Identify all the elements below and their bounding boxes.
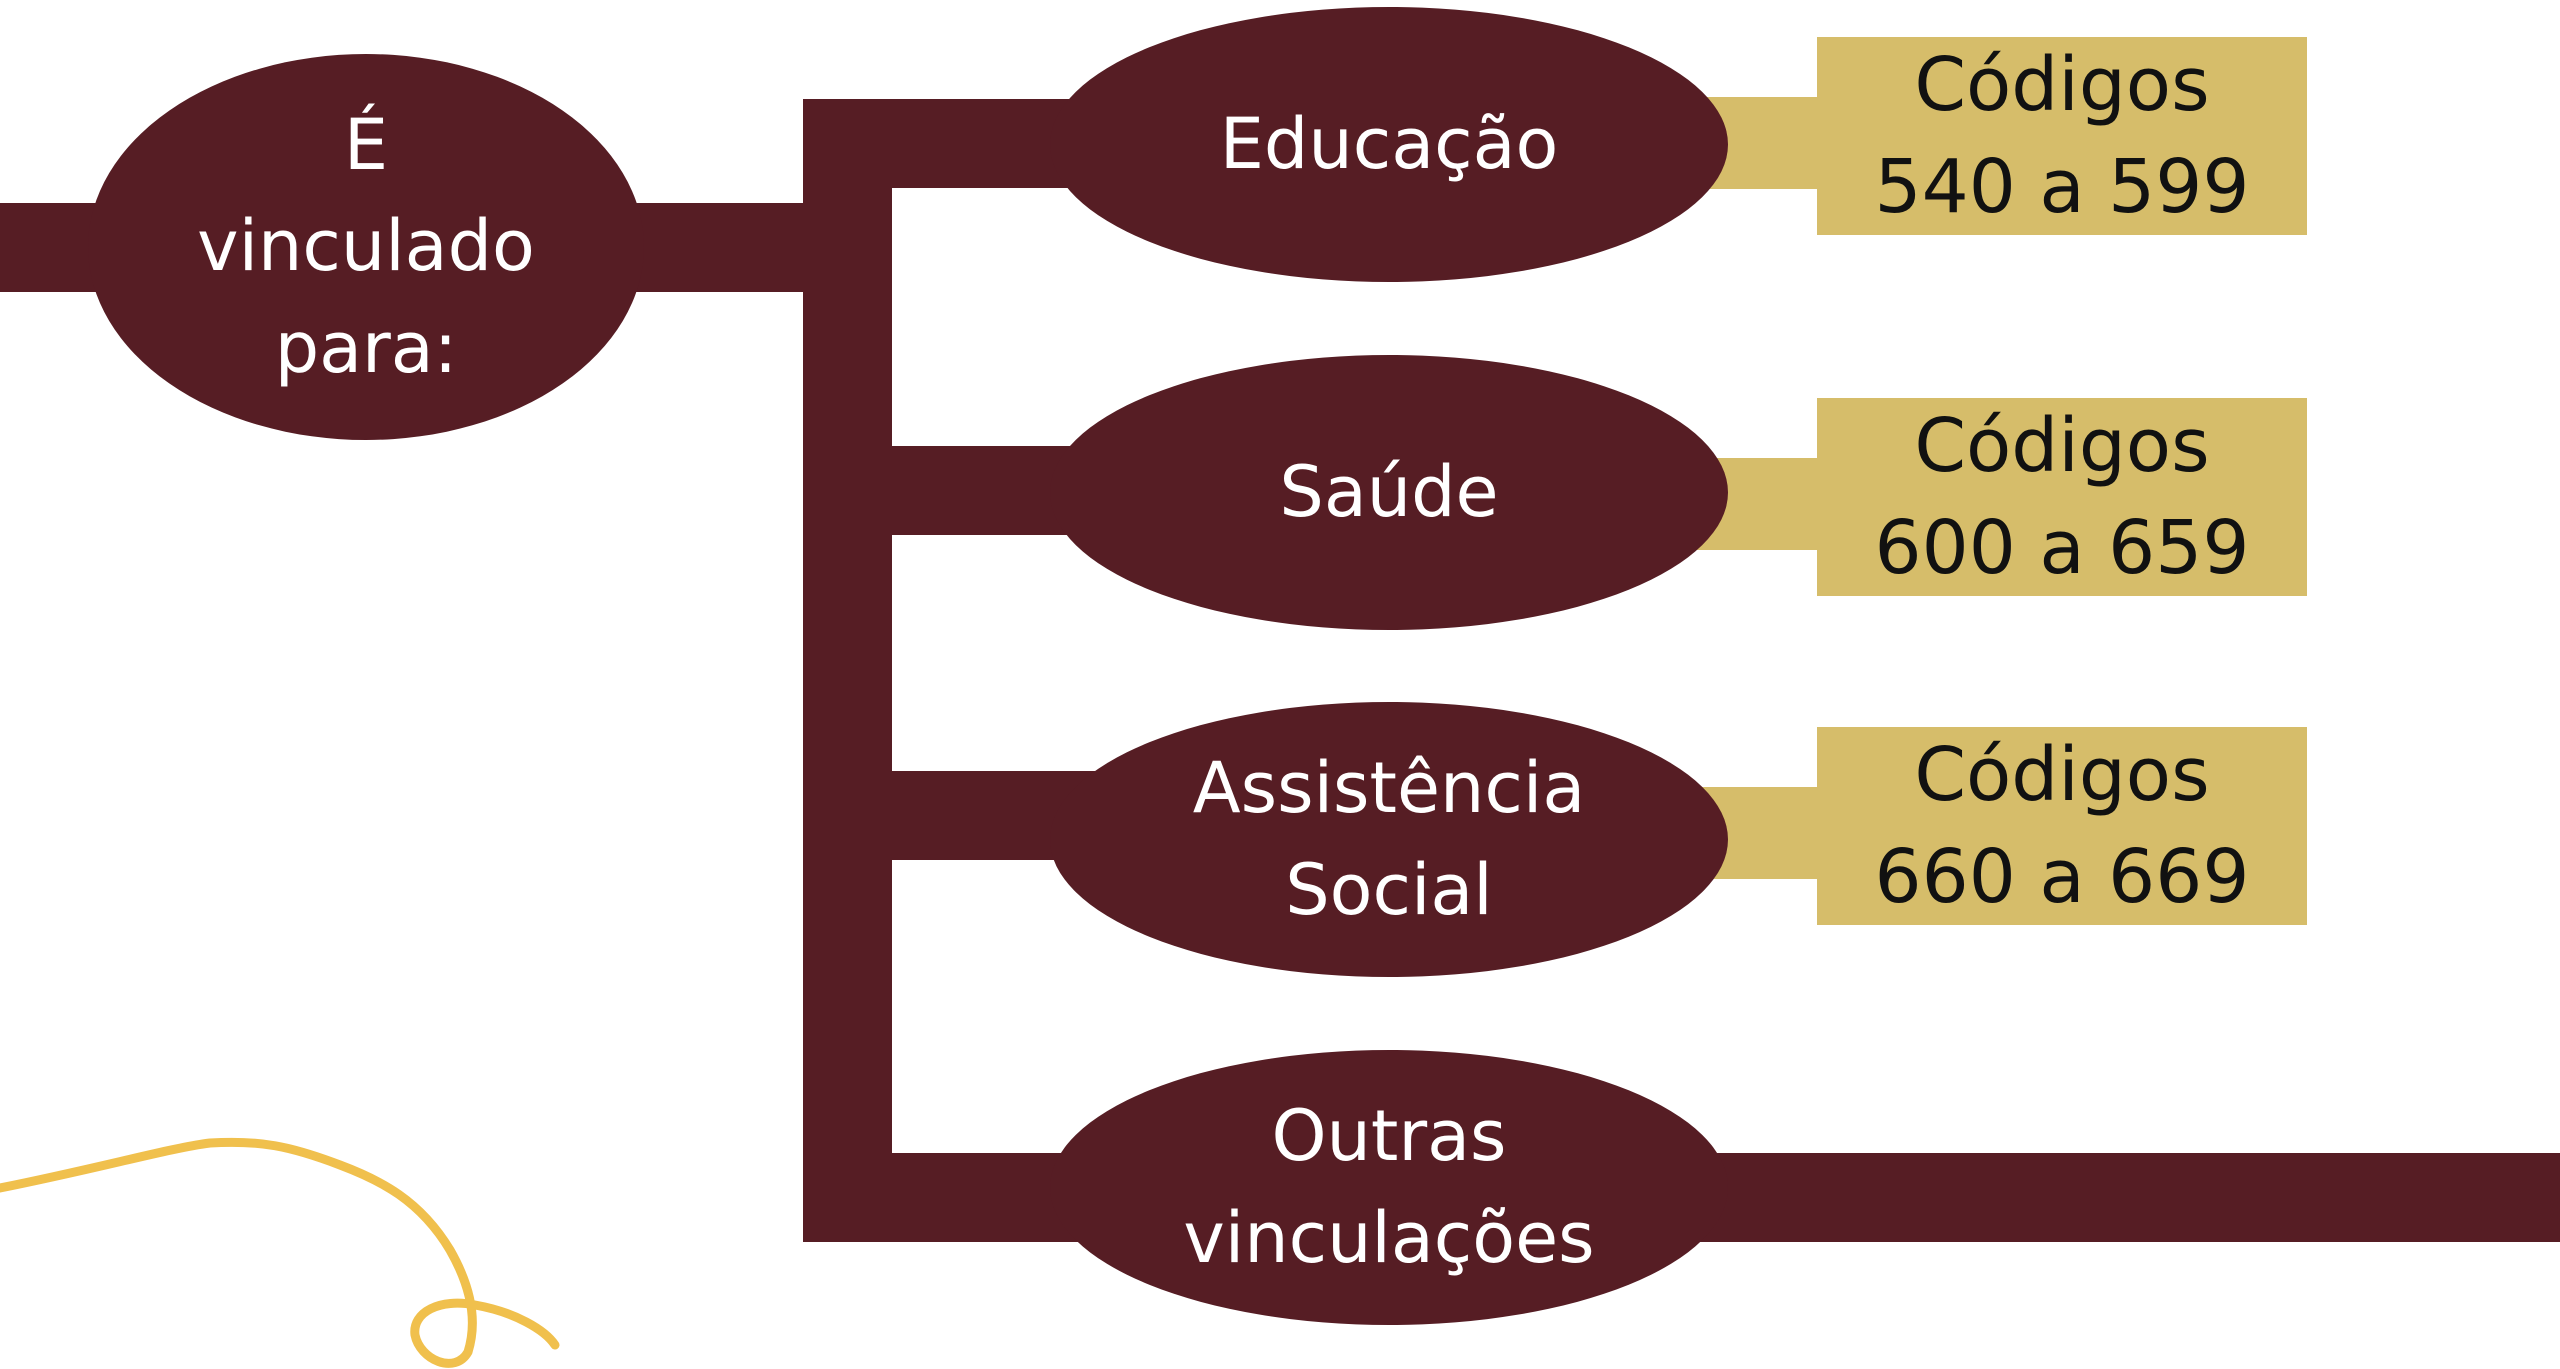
branch-label-assistencia-social: Assistência Social	[1192, 747, 1586, 931]
root-to-trunk-connector	[620, 203, 810, 292]
root-label: É vinculado para:	[197, 103, 535, 389]
code-title: Códigos	[1914, 402, 2210, 489]
branch-node-outras-vinculacoes: Outras vinculações	[1050, 1050, 1728, 1325]
code-box-saude: Códigos 600 a 659	[1817, 398, 2307, 596]
code-title: Códigos	[1914, 41, 2210, 128]
code-box-assistencia-social: Códigos 660 a 669	[1817, 727, 2307, 925]
branch-node-saude: Saúde	[1050, 355, 1728, 630]
code-range: 600 a 659	[1874, 505, 2250, 591]
branch-label-saude: Saúde	[1279, 450, 1499, 533]
branch-node-assistencia-social: Assistência Social	[1050, 702, 1728, 977]
code-range: 540 a 599	[1874, 144, 2250, 230]
branch-node-educacao: Educação	[1050, 7, 1728, 282]
code-title: Códigos	[1914, 731, 2210, 818]
branch-label-educacao: Educação	[1219, 102, 1559, 185]
code-range: 660 a 669	[1874, 834, 2250, 920]
outras-output-connector	[1680, 1153, 2560, 1242]
root-node: É vinculado para:	[88, 54, 644, 440]
trunk-connector	[803, 99, 892, 1242]
code-box-educacao: Códigos 540 a 599	[1817, 37, 2307, 235]
branch-label-outras-vinculacoes: Outras vinculações	[1183, 1095, 1595, 1279]
